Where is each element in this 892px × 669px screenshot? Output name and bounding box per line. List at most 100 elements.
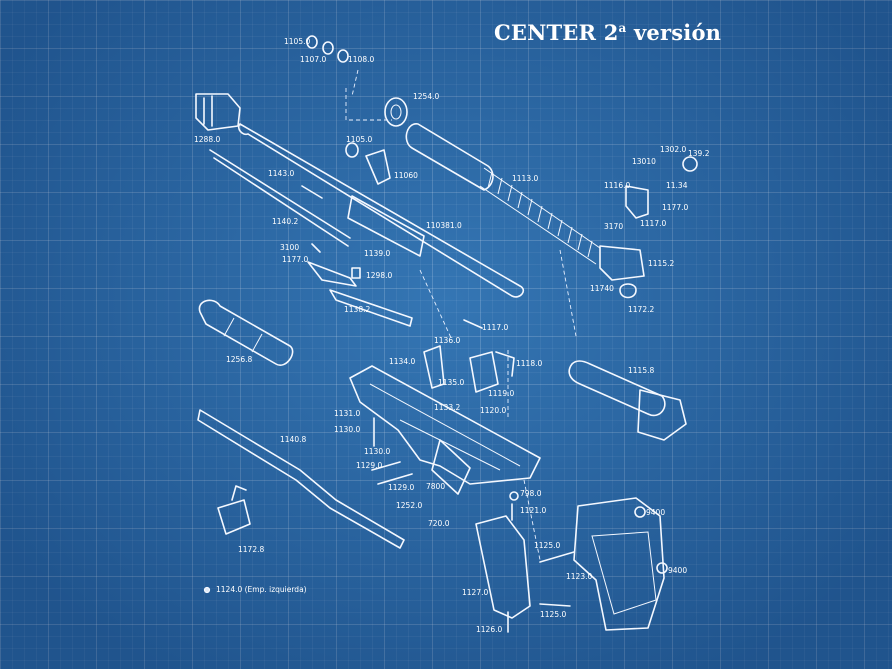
part-label: 110381.0 [426,221,462,230]
part-label: 1129.0 [388,483,414,492]
part-label: 11740 [590,284,614,293]
part-1135-shape [469,351,515,393]
part-label: 1143.0 [268,169,294,178]
part-label: 1107.0 [300,55,326,64]
part-label: 7800 [426,482,445,491]
part-label: 1113.0 [512,174,538,183]
part-139-shape [682,156,698,172]
part-1143-shape [301,185,323,199]
part-label: 1105.0 [346,135,372,144]
part-1136-shape [423,345,445,389]
washer-1108-shape [337,49,349,63]
part-label: 1130.0 [364,447,390,456]
block-1115-shape [599,245,645,281]
pin-1117-shape [463,319,483,329]
grip-screws-shape [507,551,575,633]
part-label: 1134.0 [389,357,415,366]
rod-1140b-shape [197,409,405,549]
part-1105b-shape [345,142,359,158]
part-label: 1130.0 [334,425,360,434]
part-label: 1125.0 [534,541,560,550]
part-label: 1135.0 [438,378,464,387]
part-label: 1131.0 [334,409,360,418]
part-1298-shape [351,267,361,279]
title-superscript: a [618,21,627,35]
part-label: 139.2 [688,149,710,158]
part-label: 9400 [646,508,665,517]
part-label: 1136.0 [434,336,460,345]
title-suffix: versión [626,20,722,45]
part-label: 1115.2 [648,259,674,268]
part-label: 1254.0 [413,92,439,101]
part-label: 1121.0 [520,506,546,515]
medallion-9400a-shape [634,506,646,518]
part-label: 1256.8 [226,355,252,364]
part-label: 1125.0 [540,610,566,619]
part-1172-shape [217,485,251,535]
part-label: 1177.0 [662,203,688,212]
drawing-title: CENTER 2a versión [494,20,721,45]
nut-1107-shape [322,41,334,55]
part-label: 1118.0 [516,359,542,368]
lever-shape [307,261,357,287]
part-label: 798.0 [520,489,542,498]
part-label: 1288.0 [194,135,220,144]
part-label: 1123.0 [566,572,592,581]
part-label: 1129.0 [356,461,382,470]
part-1116-shape [625,185,649,219]
part-outlines [195,35,698,633]
part-label: 1108.0 [348,55,374,64]
pins-1129-shape [371,461,413,485]
plunger-head-shape [637,389,687,441]
ring-1254-shape [384,97,408,127]
part-label: 3100 [280,243,299,252]
plunger-1115-shape [568,360,666,417]
cylinder-1256-shape [198,299,294,366]
part-1106-shape [365,149,391,185]
part-label: 1139.0 [364,249,390,258]
part-label: 1302.0 [660,145,686,154]
part-label: 3170 [604,222,623,231]
part-label: 1105.0 [284,37,310,46]
grip-left-shape [573,497,665,631]
rod-1140-shape [209,149,351,247]
frame-1133-shape [349,365,541,485]
part-label: 9400 [668,566,687,575]
legend-note: 1124.0 (Emp. izquierda) [216,585,307,594]
part-label: 1172.8 [238,545,264,554]
part-label: 1120.0 [480,406,506,415]
part-label: 11.34 [666,181,688,190]
barrel-tube-shape [237,123,525,298]
part-label: 11060 [394,171,418,180]
part-label: 1177.0 [282,255,308,264]
part-label: 1116.0 [604,181,630,190]
part-1174-shape [619,283,637,299]
trigger-shape [431,439,471,495]
part-label: 1172.2 [628,305,654,314]
assembly-dashed-lines [345,69,577,561]
spring-coils [487,171,593,258]
title-main: CENTER 2 [494,20,619,45]
part-labels: 1105.0 1107.0 1108.0 1254.0 1288.0 1105.… [194,37,710,634]
legend-bullet [203,586,211,594]
part-label: 1133.2 [434,403,460,412]
receiver-1103-shape [347,195,425,257]
part-label: 1117.0 [640,219,666,228]
part-label: 1127.0 [462,588,488,597]
part-label: 720.0 [428,519,450,528]
rear-sight-1288-shape [195,93,241,131]
part-label: 1138.2 [344,305,370,314]
part-label: 1117.0 [482,323,508,332]
link-1138-shape [329,289,413,327]
part-label: 1119.0 [488,389,514,398]
part-label: 1252.0 [396,501,422,510]
medallion-9400b-shape [656,562,668,574]
washer-1105-shape [306,35,318,49]
part-label: 1140.8 [280,435,306,444]
part-798-shape [509,491,519,501]
grip-right-shape [475,515,531,619]
cylinder-1113-shape [405,123,494,191]
part-label: 1115.8 [628,366,654,375]
